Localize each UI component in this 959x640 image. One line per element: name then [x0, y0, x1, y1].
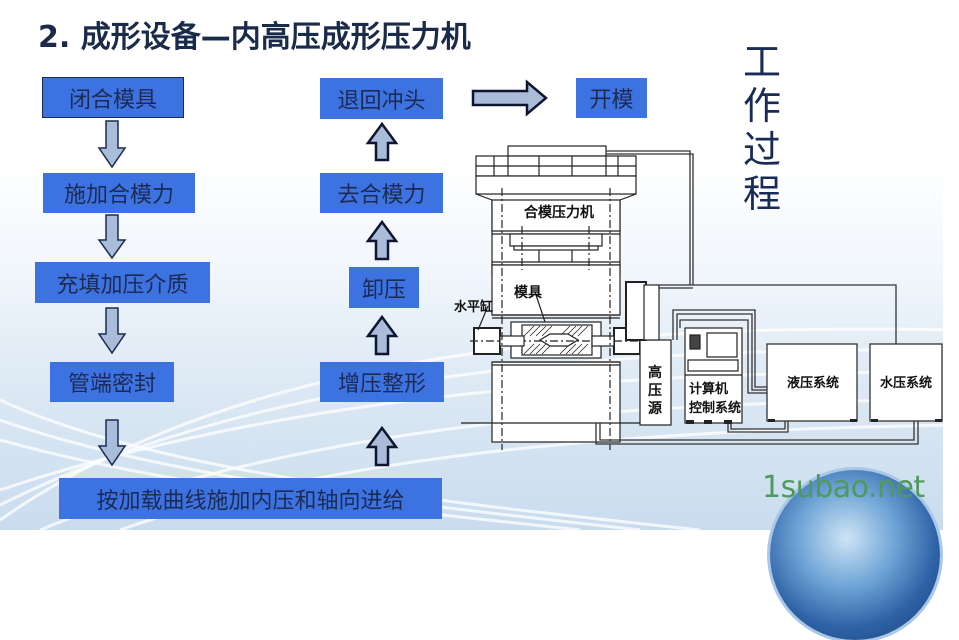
side-title-char: 过: [742, 128, 781, 172]
arrow-up-1: [365, 425, 399, 467]
label-char: 高: [648, 365, 662, 381]
step-boost-calibration: 增压整形: [320, 362, 444, 402]
label-hydraulic-system: 液压系统: [787, 376, 840, 391]
step-apply-internal-pressure-axial-feed: 按加载曲线施加内压和轴向进给: [59, 478, 442, 519]
label-computer-control: 计算机 控制系统: [689, 380, 741, 418]
label-char: 源: [648, 401, 662, 417]
press-machine-diagram: [461, 145, 943, 450]
side-title-work-process: 工 作 过 程: [740, 40, 784, 216]
arrow-down-2: [97, 214, 127, 260]
flow-arrows: [97, 79, 548, 467]
label-horizontal-cylinder: 水平缸: [454, 300, 494, 315]
watermark: 1subao.net: [762, 470, 925, 505]
step-pressure-release: 卸压: [349, 267, 419, 308]
arrow-up-4: [365, 121, 399, 162]
step-remove-clamping-force: 去合模力: [320, 173, 443, 213]
arrow-up-3: [365, 219, 399, 261]
arrow-up-2: [365, 314, 399, 356]
top-cylinder: [507, 145, 607, 157]
step-tube-end-seal: 管端密封: [50, 362, 174, 402]
label-high-pressure-source: 高 压 源: [648, 364, 664, 418]
side-title-char: 工: [742, 40, 781, 84]
label-die: 模具: [514, 285, 542, 301]
arrow-down-1: [97, 120, 127, 169]
right-margin: [943, 0, 959, 530]
arrow-down-4: [97, 419, 127, 467]
water-pressure-system-box: [869, 343, 943, 422]
label-line: 计算机: [689, 382, 729, 397]
step-fill-pressure-medium: 充填加压介质: [35, 262, 210, 303]
hydraulic-system-box: [766, 343, 858, 422]
label-clamping-press: 合模压力机: [524, 205, 594, 221]
step-close-die: 闭合模具: [42, 77, 184, 118]
arrow-right: [471, 79, 548, 117]
step-open-die: 开模: [576, 78, 647, 118]
step-apply-clamping-force: 施加合模力: [43, 173, 195, 213]
side-title-char: 作: [742, 84, 781, 128]
step-retract-punch: 退回冲头: [320, 78, 443, 119]
side-title-char: 程: [742, 172, 781, 216]
arrow-down-3: [97, 307, 127, 355]
slide-title: 2. 成形设备—内高压成形压力机: [38, 20, 471, 55]
label-char: 压: [648, 383, 662, 399]
label-water-pressure-system: 水压系统: [880, 376, 933, 391]
label-line: 控制系统: [689, 401, 742, 416]
